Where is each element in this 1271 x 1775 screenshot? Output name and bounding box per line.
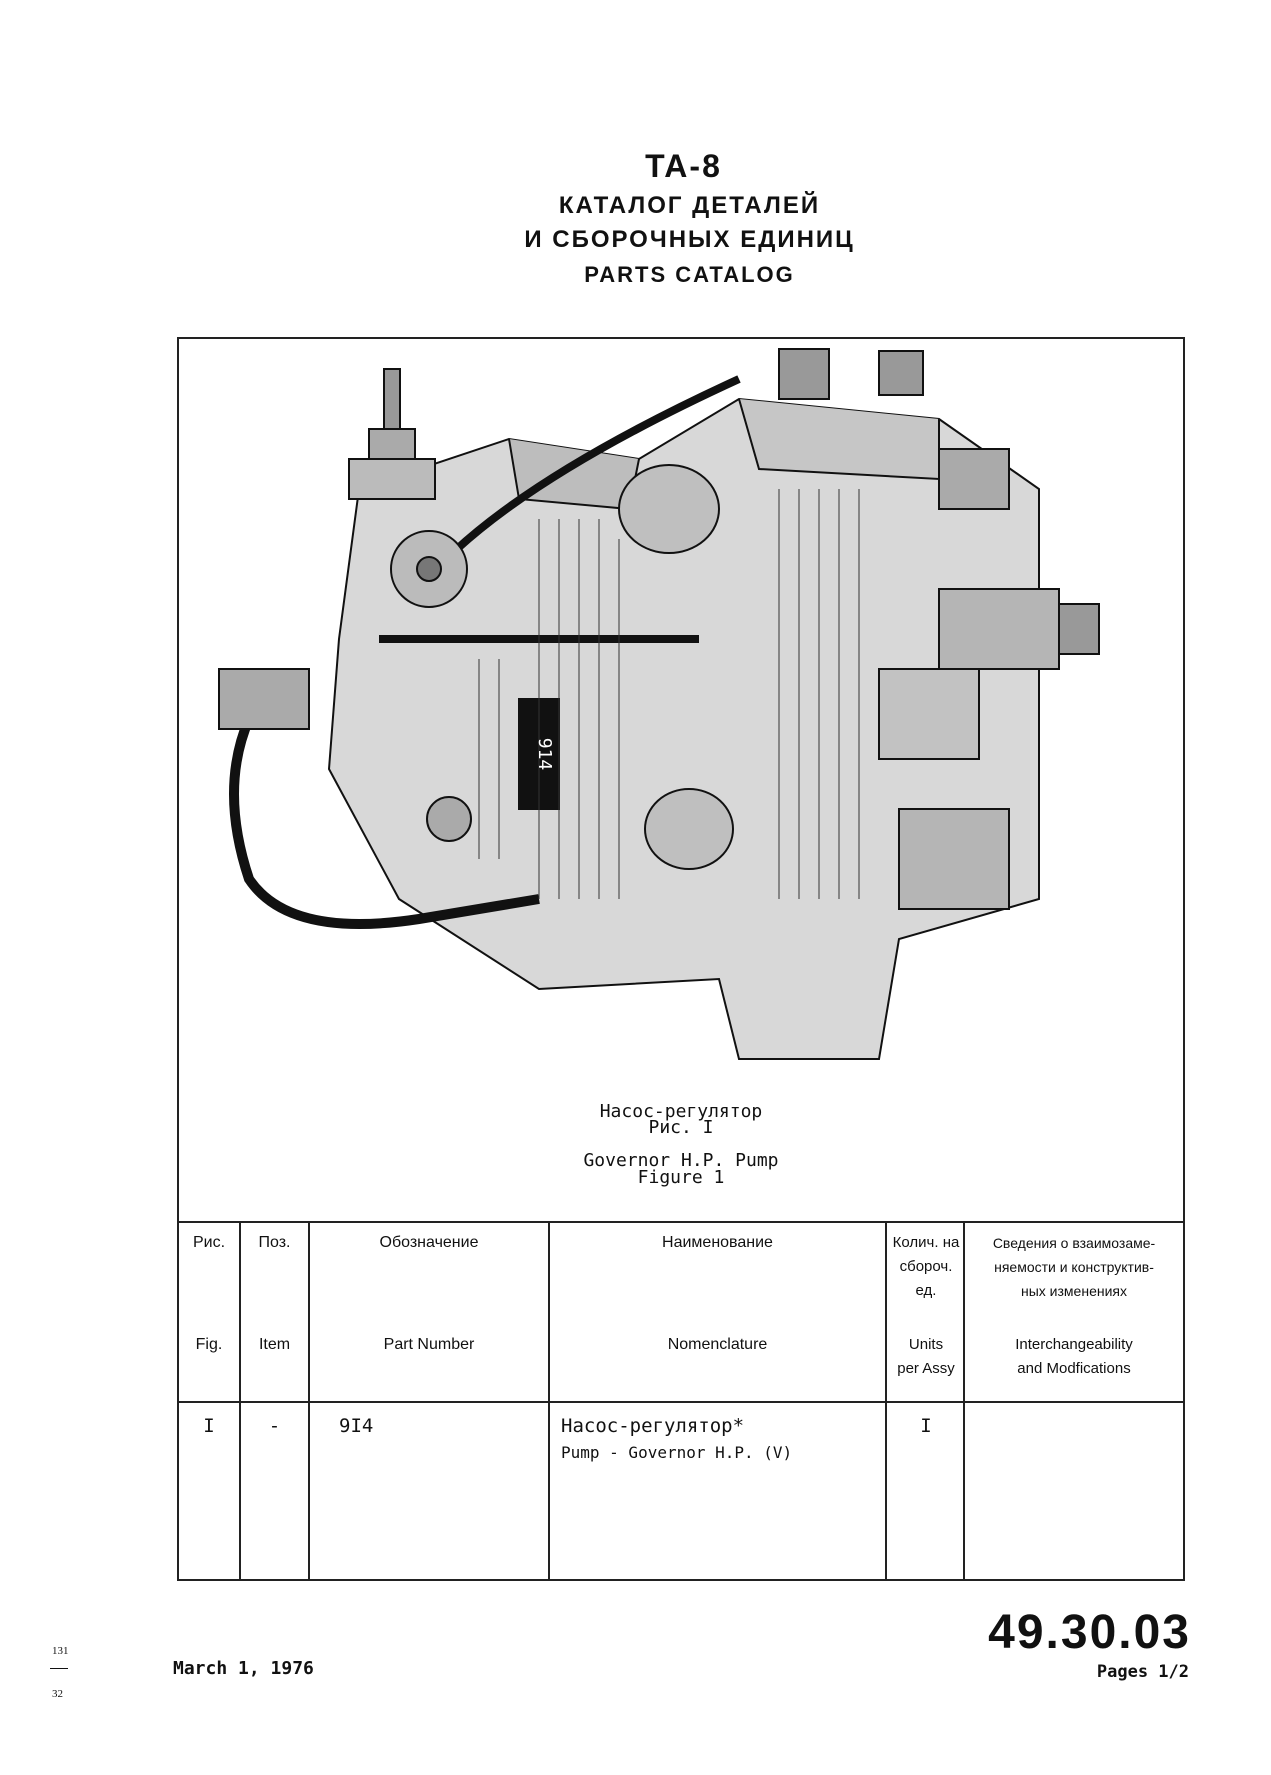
catalog-subtitle-ru-line2: И СБОРОЧНЫХ ЕДИНИЦ bbox=[524, 226, 855, 253]
figure-caption-ru-fig: Рис. I bbox=[648, 1117, 714, 1138]
figure-caption-en-fig: Figure 1 bbox=[637, 1167, 725, 1188]
header-interch-en: Interchangeability and Modfications bbox=[965, 1333, 1183, 1381]
header-units-ru-line3: ед. bbox=[915, 1282, 937, 1299]
margin-note-bottom: 32 bbox=[52, 1688, 63, 1700]
row-fig: I bbox=[203, 1415, 215, 1437]
catalog-title: TA-8 bbox=[645, 148, 722, 184]
header-units-ru: Колич. на сбороч. ед. bbox=[887, 1231, 965, 1303]
header-interch-en-line2: and Modfications bbox=[1017, 1360, 1131, 1377]
row-nomenclature-ru: Насос-регулятор* bbox=[561, 1415, 745, 1437]
parts-table: Рис. Поз. Обозначение Наименование Колич… bbox=[179, 1221, 1183, 1581]
header-interch-ru: Сведения о взаимозаме- няемости и констр… bbox=[965, 1231, 1183, 1303]
table-header-rule bbox=[179, 1401, 1183, 1403]
header-interch-ru-line2: няемости и конструктив- bbox=[994, 1259, 1154, 1275]
page-number: Pages 1/2 bbox=[1096, 1662, 1189, 1682]
figure-caption-en-name: Governor H.P. Pump bbox=[583, 1150, 779, 1171]
pump-illustration: 914 bbox=[218, 348, 1100, 1060]
header-units-ru-line1: Колич. на bbox=[892, 1234, 960, 1251]
catalog-frame: 914 Насос-регулятор Рис. I Governor H.P.… bbox=[177, 337, 1185, 1581]
header-interch-ru-line1: Сведения о взаимозаме- bbox=[992, 1235, 1156, 1251]
row-nomenclature-en: Pump - Governor H.P. (V) bbox=[561, 1443, 793, 1462]
header-fig-ru: Рис. bbox=[192, 1234, 226, 1251]
margin-note-top: 131 bbox=[52, 1645, 69, 1657]
row-part-number: 9I4 bbox=[339, 1415, 374, 1437]
issue-date: March 1, 1976 bbox=[173, 1658, 314, 1679]
catalog-subtitle-ru-line1: КАТАЛОГ ДЕТАЛЕЙ bbox=[558, 192, 821, 219]
figure-caption-ru-name: Насос-регулятор bbox=[599, 1101, 763, 1122]
pump-plate-label: 914 bbox=[534, 738, 555, 771]
header-interch-ru-line3: ных изменениях bbox=[1021, 1283, 1127, 1299]
header-interch-en-line1: Interchangeability bbox=[1015, 1336, 1133, 1353]
header-units-en: Units per Assy bbox=[887, 1333, 965, 1381]
header-part-number-ru: Обозначение bbox=[379, 1234, 479, 1251]
section-code: 49.30.03 bbox=[988, 1606, 1191, 1659]
header-nomenclature-en: Nomenclature bbox=[667, 1336, 768, 1353]
margin-rule bbox=[50, 1668, 68, 1669]
header-item-ru: Поз. bbox=[258, 1234, 291, 1251]
row-units: I bbox=[920, 1415, 932, 1437]
figure-area: 914 Насос-регулятор Рис. I Governor H.P.… bbox=[179, 339, 1183, 1219]
header-fig-en: Fig. bbox=[195, 1336, 223, 1353]
header-item-en: Item bbox=[258, 1336, 291, 1353]
header-units-en-line1: Units bbox=[908, 1336, 944, 1353]
header-nomenclature-ru: Наименование bbox=[662, 1234, 773, 1251]
header-units-ru-line2: сбороч. bbox=[899, 1258, 953, 1275]
row-item: - bbox=[268, 1415, 281, 1437]
header-units-en-line2: per Assy bbox=[897, 1360, 955, 1377]
header-part-number-en: Part Number bbox=[383, 1336, 475, 1353]
catalog-subtitle-en: PARTS CATALOG bbox=[584, 262, 795, 287]
